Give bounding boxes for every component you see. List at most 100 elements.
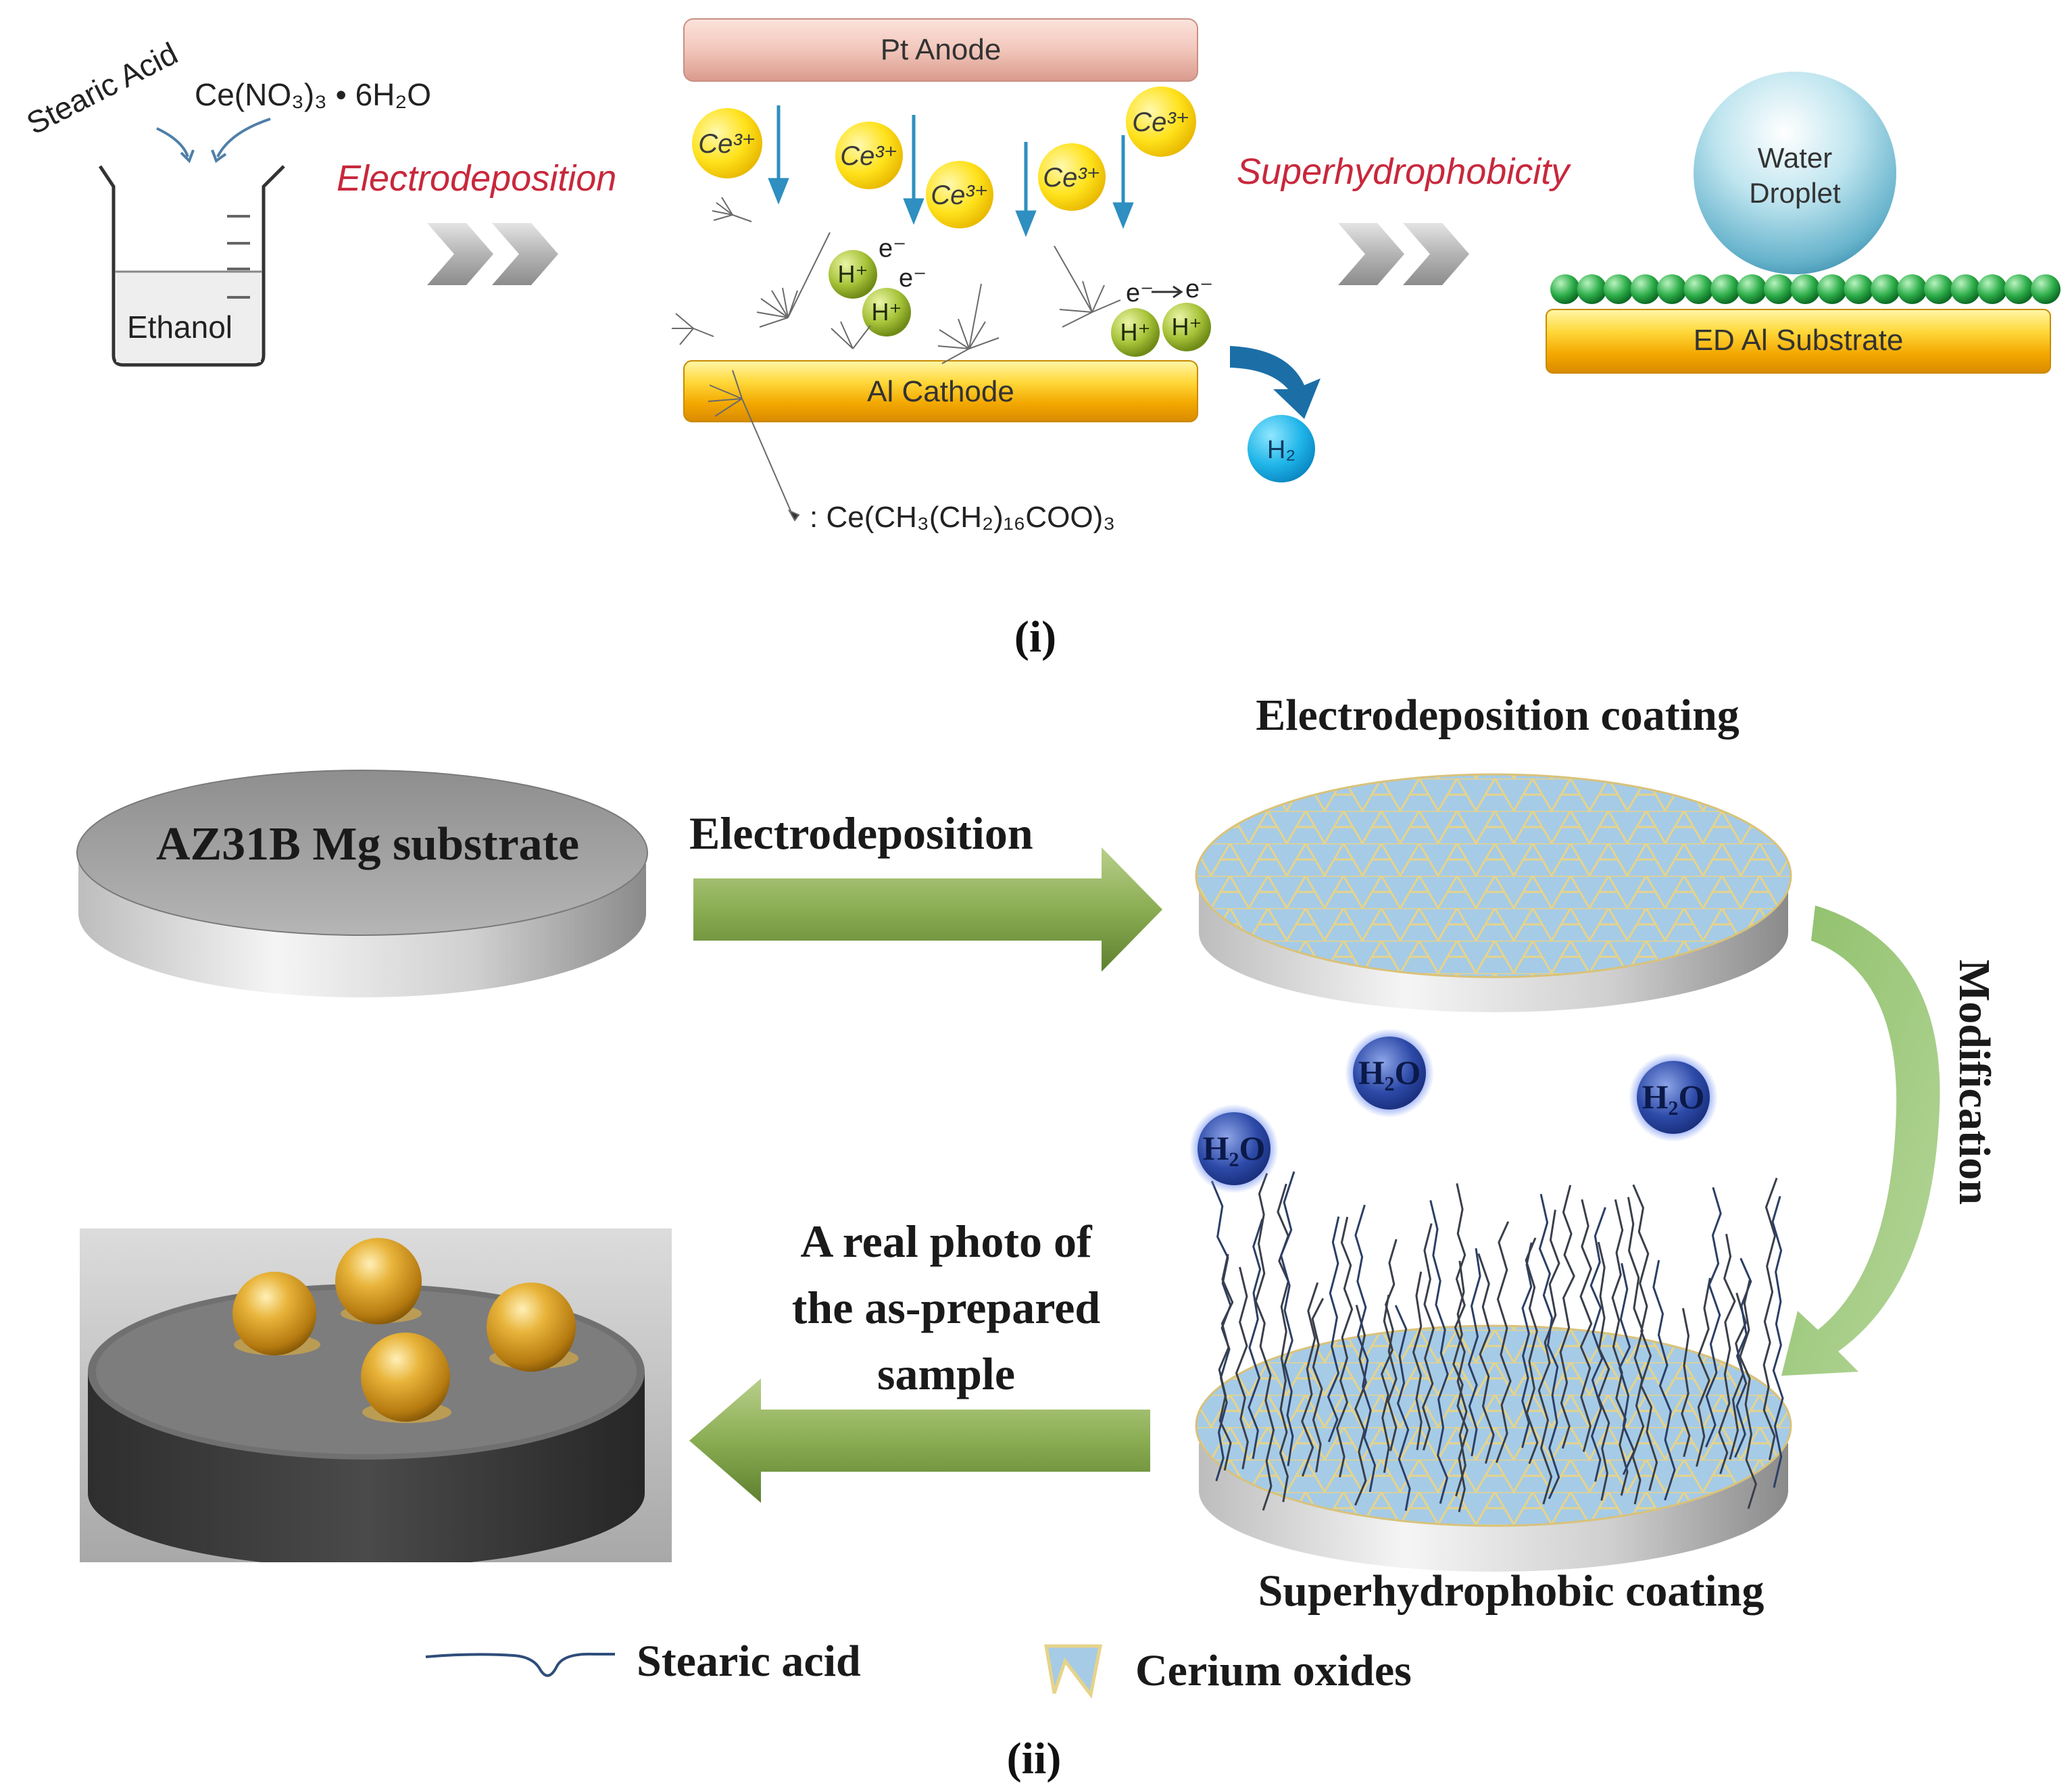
electrodeposition-coating-label: Electrodeposition coating <box>1256 691 1740 740</box>
stearic-acid-chain <box>1537 1210 1560 1505</box>
stearic-acid-chain <box>1248 1218 1264 1460</box>
h-ion: H⁺ <box>1111 308 1160 357</box>
down-arrow-icon <box>768 105 1134 237</box>
ethanol-label: Ethanol <box>127 309 232 345</box>
coating-bead <box>1977 274 2007 304</box>
electron-label: e⁻ <box>879 234 906 263</box>
stearic-acid-chain <box>1454 1183 1468 1497</box>
stearic-acid-chain <box>1254 1172 1275 1511</box>
coating-bead <box>1871 274 1900 304</box>
stearic-acid-chain <box>1335 1216 1354 1478</box>
electrolytic-cell: Pt Anode Al Cathode Ce³⁺ Ce³⁺ Ce³⁺ Ce³⁺ … <box>672 18 1321 534</box>
panel-ii: AZ31B Mg substrate Electrodeposition Ele… <box>76 691 1999 1783</box>
al-cathode <box>683 360 1198 422</box>
h2-curved-arrow-icon <box>1230 346 1321 419</box>
electrodeposition-arrow-label: Electrodeposition <box>689 807 1033 859</box>
coating-bead <box>1897 274 1927 304</box>
photo-label-line3: sample <box>877 1348 1015 1399</box>
droplet-on-substrate: Water Droplet ED Al Substrate <box>1546 72 2061 374</box>
droplet-label-line2: Droplet <box>1749 177 1841 209</box>
chevron-right-icon <box>427 223 558 285</box>
stearic-acid-chain <box>1762 1177 1778 1461</box>
coating-bead <box>1950 274 1981 304</box>
panel-i-caption: (i) <box>1014 612 1056 662</box>
superhydrophobic-coating-disk: H₂O H₂O H₂O Superhydrophobic coating <box>1189 1028 1792 1616</box>
water-molecule: H₂O <box>1629 1053 1718 1142</box>
modification-curved-arrow-icon <box>1781 905 1940 1376</box>
stearic-acid-chain <box>1422 1223 1435 1451</box>
stearic-acid-chain <box>1301 1282 1319 1477</box>
stearic-acid-chain <box>1771 1195 1784 1488</box>
stearic-acid-chain <box>1495 1221 1512 1464</box>
svg-text:Ce³⁺: Ce³⁺ <box>931 180 989 210</box>
ce-ion: Ce³⁺ <box>692 108 762 178</box>
stearic-acid-chain <box>1652 1260 1676 1501</box>
coating-bead <box>1737 274 1767 304</box>
oil-droplet <box>487 1283 578 1372</box>
svg-text:H⁺: H⁺ <box>1172 313 1202 341</box>
beaker-icon <box>98 165 285 367</box>
oil-droplet <box>335 1238 422 1324</box>
stearic-acid-chain <box>1597 1241 1610 1501</box>
water-droplet <box>1694 72 1896 274</box>
superhydrophobic-coating-label: Superhydrophobic coating <box>1258 1566 1765 1616</box>
cerium-oxide-legend-icon <box>1044 1644 1103 1699</box>
stearic-acid-chain <box>1327 1216 1340 1443</box>
stearic-acid-chain <box>1429 1200 1449 1504</box>
h-ion: H⁺ <box>862 288 911 337</box>
electrodeposition-step-label: Electrodeposition <box>337 158 616 199</box>
coating-bead <box>1683 274 1714 304</box>
mg-substrate-disk: AZ31B Mg substrate <box>76 770 648 997</box>
stearic-acid-chain <box>1705 1187 1722 1448</box>
stearic-acid-chain <box>1235 1266 1249 1470</box>
oil-droplet <box>232 1272 320 1355</box>
water-molecule: H₂O <box>1189 1104 1279 1193</box>
stearic-acid-chain <box>1696 1278 1711 1467</box>
stearic-acid-label: Stearic Acid <box>21 35 183 141</box>
electron-label: e⁻ <box>1126 279 1154 307</box>
stearic-acid-chain <box>1354 1204 1377 1493</box>
svg-text:H⁺: H⁺ <box>838 260 868 288</box>
stearic-acid-chain <box>1412 1271 1423 1451</box>
ed-al-substrate <box>1546 309 2051 374</box>
stearic-acid-chain <box>1611 1199 1629 1496</box>
stearic-acid-chain <box>1394 1305 1411 1511</box>
stearic-acid-chain <box>1210 1180 1232 1482</box>
svg-text:H₂: H₂ <box>1267 436 1296 464</box>
svg-text:Ce³⁺: Ce³⁺ <box>698 129 756 159</box>
electrodeposition-coating-disk: Electrodeposition coating <box>1195 691 1792 1012</box>
droplet-label-line1: Water <box>1758 142 1832 174</box>
left-arrow-icon <box>689 1378 1150 1503</box>
legend-formula-label: : Ce(CH₃(CH₂)₁₆COO)₃ <box>810 501 1115 534</box>
beaker-group: Stearic Acid Ce(NO₃)₃ • 6H₂O Ethanol <box>21 35 431 367</box>
stearic-acid-chain <box>1311 1297 1325 1473</box>
legend: Stearic acid Cerium oxides <box>425 1637 1412 1699</box>
coating-bead <box>1764 274 1794 304</box>
stearic-acid-chain <box>1381 1294 1393 1473</box>
stearic-acid-chain <box>1619 1263 1635 1475</box>
coating-bead <box>2031 274 2061 304</box>
h-ion: H⁺ <box>829 250 877 299</box>
stearic-acid-chain <box>1452 1260 1469 1512</box>
ce-ion: Ce³⁺ <box>1126 86 1196 157</box>
stearic-acid-chain <box>1354 1305 1367 1506</box>
stearic-acid-chain <box>1385 1239 1398 1451</box>
reagent-arrow-right-icon <box>216 118 271 157</box>
svg-text:Ce³⁺: Ce³⁺ <box>1043 163 1101 193</box>
stearic-acid-chain <box>1589 1207 1606 1482</box>
stearic-acid-chain <box>1681 1308 1691 1458</box>
stearic-acid-chain <box>1525 1237 1539 1464</box>
panel-ii-caption: (ii) <box>1007 1734 1062 1783</box>
electron-label: e⁻ <box>899 264 927 293</box>
electron-label: e⁻ <box>1185 275 1213 303</box>
stearic-acid-chain <box>1627 1197 1645 1505</box>
dandelion-molecule-icon <box>672 197 1121 522</box>
al-cathode-label: Al Cathode <box>867 375 1014 408</box>
coating-bead-row <box>1550 274 2061 304</box>
right-arrow-icon <box>693 847 1162 972</box>
stearic-acid-chain <box>1579 1199 1593 1452</box>
pt-anode <box>683 18 1198 82</box>
stearic-acid-chain <box>1280 1171 1296 1466</box>
stearic-acid-chain <box>1468 1248 1481 1457</box>
stearic-acid-chain <box>1218 1253 1234 1471</box>
